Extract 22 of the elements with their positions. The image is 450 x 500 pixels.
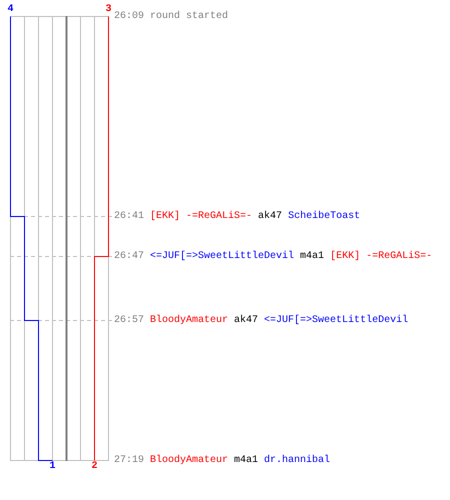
weapon-name: ak47 bbox=[258, 211, 282, 223]
player-name: <=JUF[=>SweetLittleDevil bbox=[150, 251, 294, 263]
event-text: round started bbox=[150, 11, 228, 23]
player-name: BloodyAmateur bbox=[150, 315, 228, 327]
count-label: 1 bbox=[50, 462, 56, 472]
count-label: 4 bbox=[8, 5, 14, 15]
player-name: [EKK] -=ReGALiS=- bbox=[150, 211, 252, 223]
time-label: 27:19 bbox=[114, 455, 144, 467]
time-label: 26:47 bbox=[114, 251, 144, 263]
time-label: 26:41 bbox=[114, 211, 144, 223]
player-name: <=JUF[=>SweetLittleDevil bbox=[264, 315, 408, 327]
player-name: [EKK] -=ReGALiS=- bbox=[330, 251, 432, 263]
player-name: BloodyAmateur bbox=[150, 455, 228, 467]
player-name: dr.hannibal bbox=[264, 455, 330, 467]
weapon-name: ak47 bbox=[234, 315, 258, 327]
player-name: ScheibeToast bbox=[288, 211, 360, 223]
weapon-name: m4a1 bbox=[234, 455, 258, 467]
weapon-name: m4a1 bbox=[300, 251, 324, 263]
count-label: 2 bbox=[92, 462, 98, 472]
time-label: 26:09 bbox=[114, 11, 144, 23]
count-label: 3 bbox=[106, 5, 112, 15]
time-label: 26:57 bbox=[114, 315, 144, 327]
